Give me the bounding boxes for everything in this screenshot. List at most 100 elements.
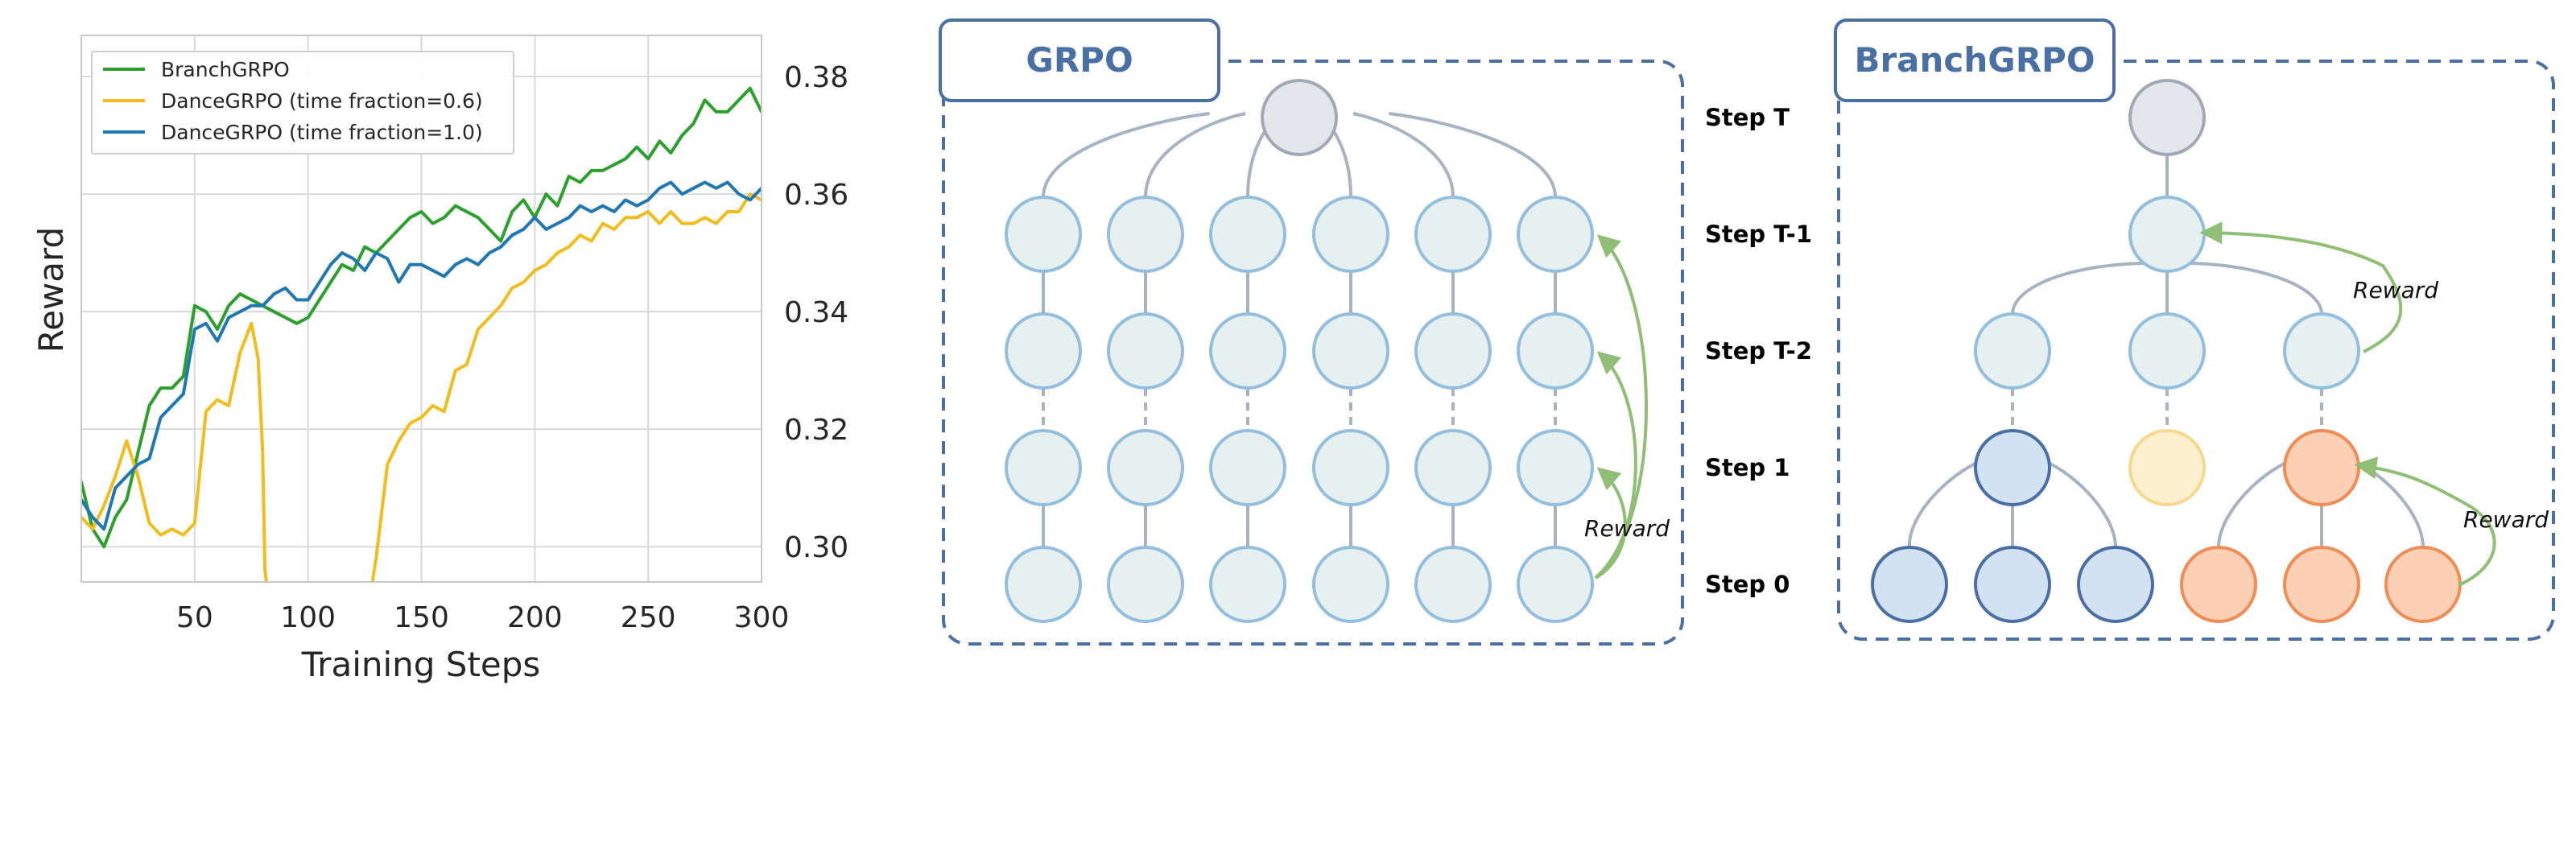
grpo-node: [1005, 546, 1082, 623]
grpo-title-box: [939, 19, 1220, 102]
grpo-node: [1517, 546, 1594, 623]
grpo-node: [1107, 429, 1184, 506]
branch-node-step0-orange: [2384, 546, 2462, 623]
grpo-node: [1517, 429, 1594, 506]
y-tick-label: 0.34: [784, 296, 848, 329]
chart-ylabel: Reward: [31, 227, 71, 353]
grpo-reward-arrow-to-step-t1: [1594, 234, 1648, 580]
branch-node-t2: [1974, 312, 2051, 390]
grpo-reward-arrows: [1594, 234, 1648, 580]
grpo-node: [1517, 312, 1594, 390]
y-tick-label: 0.36: [784, 179, 848, 212]
branch-node-t2: [2128, 312, 2206, 390]
step-label-0: Step 0: [1705, 571, 1790, 598]
branch-node-step0-blue: [1974, 546, 2051, 623]
chart-series-layer: [81, 86, 762, 582]
branchgrpo-reward-label-upper: Reward: [2353, 277, 2438, 303]
branch-edge-blue-right: [2044, 460, 2117, 548]
grpo-title: GRPO: [1026, 40, 1133, 80]
branch-node-step1-yellow: [2128, 429, 2206, 506]
grpo-root-edge: [1389, 112, 1557, 198]
grpo-node: [1005, 196, 1082, 273]
grpo-node: [1414, 312, 1492, 390]
grpo-node: [1209, 312, 1286, 390]
grpo-node: [1005, 312, 1082, 390]
branchgrpo-title: BranchGRPO: [1854, 40, 2095, 80]
branchgrpo-nodes: [1871, 79, 2462, 623]
chart-plot-frame: [80, 35, 762, 583]
x-tick-label: 100: [280, 601, 336, 634]
grpo-node: [1312, 429, 1389, 506]
chart-xlabel: Training Steps: [301, 645, 541, 684]
grpo-root-edge: [1144, 112, 1246, 198]
x-tick-label: 300: [734, 601, 790, 634]
legend-label-dance-10: DanceGRPO (time fraction=1.0): [161, 121, 483, 144]
branch-node-step0-blue: [2077, 546, 2154, 623]
grpo-node: [1209, 196, 1286, 273]
series-clip-group: [81, 86, 762, 582]
branch-edge-orange-left: [2217, 460, 2290, 548]
grpo-edges: [1042, 112, 1557, 547]
grpo-node: [1312, 546, 1389, 623]
branch-node-step0-orange: [2180, 546, 2257, 623]
grpo-node: [1209, 429, 1286, 506]
branch-node-step0-orange: [2283, 546, 2360, 623]
branchgrpo-reward-arrows: [2199, 221, 2496, 587]
grpo-node: [1107, 546, 1184, 623]
grpo-node: [1107, 196, 1184, 273]
reward-line-chart: 50 100 150 200 250 300 0.30 0.32 0.34 0.36 0.38 Tr…: [31, 35, 848, 684]
x-tick-label: 50: [176, 601, 213, 634]
branch-node-step1-blue: [1974, 429, 2051, 506]
chart-ticks: 50 100 150 200 250 300 0.30 0.32 0.34 0.36 0.38: [176, 61, 848, 634]
series-line-2: [81, 180, 762, 531]
grpo-diagram: GRPO Reward: [939, 19, 1684, 646]
grpo-node: [1312, 312, 1389, 390]
branch-node-step1-orange: [2283, 429, 2360, 506]
y-tick-label: 0.32: [784, 414, 848, 447]
y-tick-label: 0.30: [784, 531, 848, 564]
chart-legend: BranchGRPO DanceGRPO (time fraction=0.6)…: [91, 51, 514, 155]
y-tick-label: 0.38: [784, 61, 848, 94]
legend-label-dance-06: DanceGRPO (time fraction=0.6): [161, 89, 483, 113]
grpo-node: [1517, 196, 1594, 273]
grpo-reward-arrow-to-step-t2: [1594, 351, 1637, 580]
legend-box: [91, 51, 514, 155]
grpo-node: [1209, 546, 1286, 623]
branchgrpo-diagram: BranchGRPO Reward Reward: [1834, 19, 2555, 641]
x-tick-label: 250: [621, 601, 676, 634]
series-line-1: [370, 192, 762, 582]
grpo-node: [1414, 546, 1492, 623]
grpo-root-edge: [1042, 112, 1210, 198]
branch-edge-orange-right: [2353, 460, 2425, 548]
step-labels: Step T Step T-1 Step T-2 Step 1 Step 0: [1705, 104, 1812, 598]
series-line-1: [81, 321, 269, 582]
branch-node-t1: [2128, 196, 2206, 273]
branchgrpo-reward-label-lower: Reward: [2463, 506, 2549, 533]
grpo-reward-label: Reward: [1584, 515, 1670, 542]
branch-edge-t1-right: [2190, 262, 2323, 315]
branch-node-step0-blue: [1871, 546, 1948, 623]
branch-edge-t1-left: [2011, 262, 2144, 315]
grpo-nodes: [1005, 79, 1594, 623]
branchgrpo-title-box: [1834, 19, 2116, 102]
step-label-t-minus-2: Step T-2: [1705, 337, 1812, 365]
branch-node-t2: [2283, 312, 2360, 390]
legend-label-branchgrpo: BranchGRPO: [161, 58, 290, 81]
grpo-node: [1107, 312, 1184, 390]
branchgrpo-reward-arrow-to-step1: [2354, 456, 2496, 587]
grpo-node: [1414, 196, 1492, 273]
grpo-root-edge: [1352, 112, 1455, 198]
series-line-0: [81, 86, 762, 549]
branchgrpo-dashed-frame: [1837, 60, 2555, 641]
x-tick-label: 200: [507, 601, 563, 634]
step-label-t-minus-1: Step T-1: [1705, 221, 1812, 248]
step-label-1: Step 1: [1705, 454, 1790, 481]
branch-edge-blue-left: [1907, 460, 1981, 548]
branchgrpo-edges: [1907, 155, 2425, 548]
grpo-node: [1414, 429, 1492, 506]
x-tick-label: 150: [394, 601, 449, 634]
branch-root-node: [2128, 79, 2206, 156]
step-label-t: Step T: [1705, 104, 1790, 131]
grpo-node: [1312, 196, 1389, 273]
